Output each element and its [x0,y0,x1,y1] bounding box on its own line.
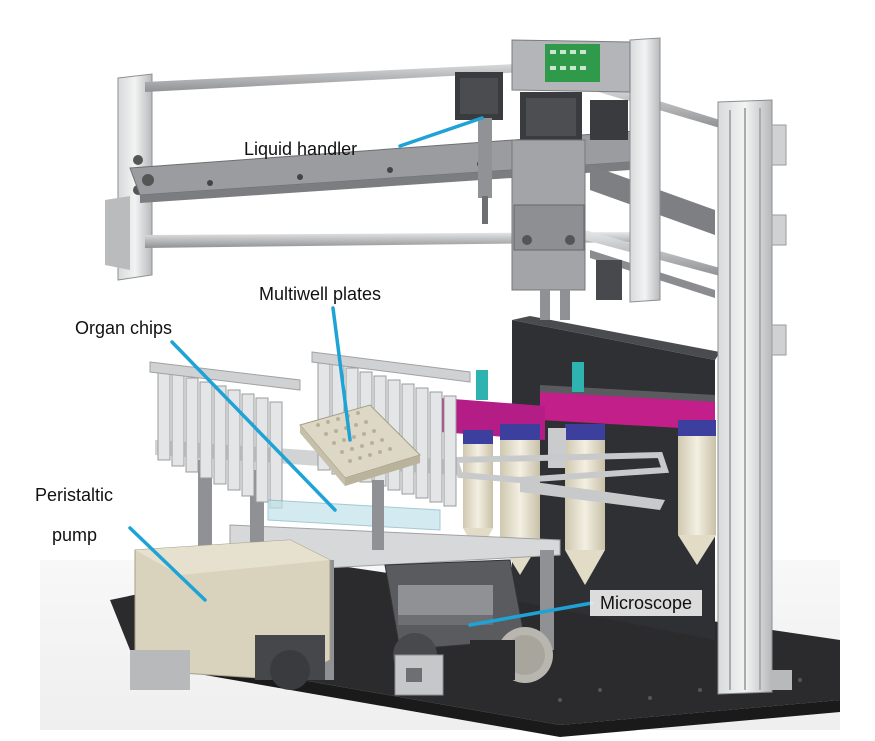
multiwell-plate [299,404,421,550]
leader-organ-chips [170,340,337,512]
leader-lines [128,116,594,627]
leader-microscope [468,601,594,627]
tube-rack [450,451,670,484]
label-organ-chips: Organ chips [75,318,173,338]
microscope-assembly [384,559,553,696]
reservoir-right [540,390,715,430]
tip-teal-1 [476,370,488,400]
label-peristaltic-pump-line1: Peristaltic [35,485,114,505]
tip-teal-2 [572,362,584,392]
leader-peristaltic-pump [128,526,207,602]
label-peristaltic-pump-line2: pump [52,525,98,545]
organ-chip-slides [267,499,441,531]
gantry-right-rails [590,37,715,303]
leader-liquid-handler [398,116,484,148]
label-multiwell-plates: Multiwell plates [259,284,382,304]
leader-multiwell-plates [331,306,352,442]
label-liquid-handler: Liquid handler [244,139,358,159]
controller-board [545,44,600,82]
label-microscope: Microscope [590,590,703,616]
right-vertical-post [717,99,792,695]
liquid-handler-head [455,39,631,320]
gantry-left-plate [105,73,153,281]
peristaltic-pump [130,539,331,690]
